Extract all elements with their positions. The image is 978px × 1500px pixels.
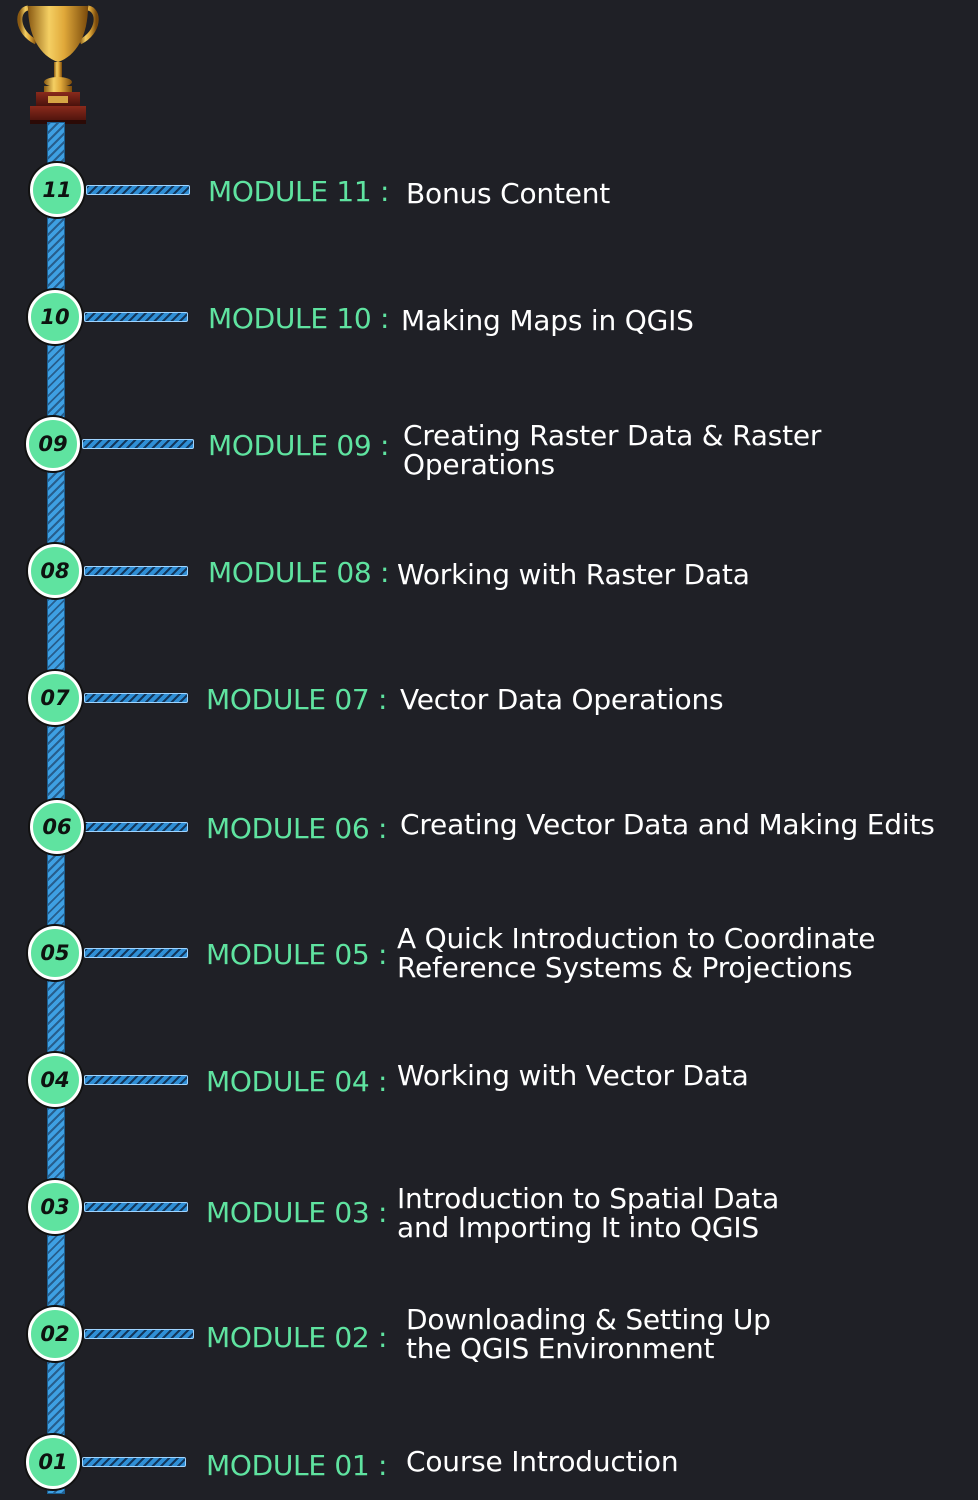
module-title-line1: A Quick Introduction to Coordinate (397, 922, 876, 955)
module-title: Bonus Content (406, 179, 610, 208)
connector-bar (84, 312, 188, 322)
module-title: Creating Vector Data and Making Edits (400, 810, 935, 839)
module-row-02: 02 MODULE 02 : Downloading & Setting Up … (0, 1299, 978, 1369)
module-label: MODULE 08 : (208, 556, 390, 589)
module-number-badge: 05 (28, 926, 82, 980)
module-label: MODULE 06 : (206, 812, 388, 845)
module-title: Making Maps in QGIS (401, 306, 694, 335)
module-row-08: 08 MODULE 08 : Working with Raster Data (0, 536, 978, 606)
module-title-line1: Working with Vector Data (397, 1059, 749, 1092)
connector-bar (84, 566, 188, 576)
module-label: MODULE 02 : (206, 1321, 388, 1354)
module-title: Course Introduction (406, 1445, 679, 1478)
module-title-line1: Course Introduction (406, 1445, 679, 1478)
module-number-badge: 07 (28, 671, 82, 725)
module-label: MODULE 07 : (206, 683, 388, 716)
module-label: MODULE 05 : (206, 938, 388, 971)
connector-bar (84, 1075, 188, 1085)
module-title-line1: Introduction to Spatial Data (397, 1182, 780, 1215)
module-title-line1: Creating Raster Data & Raster (403, 419, 822, 452)
module-number-badge: 09 (26, 417, 80, 471)
module-row-06: 06 MODULE 06 : Creating Vector Data and … (0, 792, 978, 862)
module-row-05: 05 MODULE 05 : A Quick Introduction to C… (0, 918, 978, 988)
connector-bar (82, 1457, 186, 1467)
module-label: MODULE 09 : (208, 429, 390, 462)
module-label: MODULE 11 : (208, 175, 390, 208)
module-number-badge: 08 (28, 544, 82, 598)
connector-bar (84, 1329, 194, 1339)
module-title-line2: and Importing It into QGIS (397, 1211, 759, 1244)
module-number-badge: 01 (26, 1435, 80, 1489)
module-title: Working with Vector Data (397, 1061, 749, 1090)
module-title: A Quick Introduction to Coordinate Refer… (397, 924, 875, 982)
module-label: MODULE 01 : (206, 1449, 388, 1482)
module-title: Vector Data Operations (400, 683, 724, 716)
connector-bar (84, 948, 188, 958)
module-title-line2: the QGIS Environment (406, 1332, 715, 1365)
module-number-badge: 10 (28, 290, 82, 344)
module-row-03: 03 MODULE 03 : Introduction to Spatial D… (0, 1172, 978, 1242)
connector-bar (84, 1202, 188, 1212)
module-label: MODULE 03 : (206, 1196, 388, 1229)
module-title-line1: Downloading & Setting Up (406, 1303, 771, 1336)
connector-bar (84, 822, 188, 832)
module-title-line1: Working with Raster Data (397, 558, 750, 591)
module-title-line1: Vector Data Operations (400, 683, 724, 716)
module-title-line2: Operations (403, 448, 555, 481)
module-row-11: 11 MODULE 11 : Bonus Content (0, 155, 978, 225)
module-title: Introduction to Spatial Data and Importi… (397, 1184, 779, 1242)
module-number-badge: 06 (30, 800, 84, 854)
module-title-line1: Making Maps in QGIS (401, 304, 694, 337)
connector-bar (82, 439, 194, 449)
module-number-badge: 04 (28, 1053, 82, 1107)
module-title: Downloading & Setting Up the QGIS Enviro… (406, 1305, 771, 1363)
module-row-07: 07 MODULE 07 : Vector Data Operations (0, 663, 978, 733)
module-label: MODULE 04 : (206, 1065, 388, 1098)
module-row-01: 01 MODULE 01 : Course Introduction (0, 1427, 978, 1497)
module-number-badge: 02 (28, 1307, 82, 1361)
module-number-badge: 03 (28, 1180, 82, 1234)
module-title-line1: Creating Vector Data and Making Edits (400, 808, 935, 841)
trophy-icon (17, 5, 99, 124)
module-label: MODULE 10 : (208, 302, 390, 335)
module-title: Working with Raster Data (397, 560, 750, 589)
module-title-line2: Reference Systems & Projections (397, 951, 853, 984)
module-row-10: 10 MODULE 10 : Making Maps in QGIS (0, 282, 978, 352)
module-title-line1: Bonus Content (406, 177, 611, 210)
connector-bar (84, 693, 188, 703)
module-row-09: 09 MODULE 09 : Creating Raster Data & Ra… (0, 409, 978, 479)
module-title: Creating Raster Data & Raster Operations (403, 421, 821, 479)
module-number-badge: 11 (30, 163, 84, 217)
module-row-04: 04 MODULE 04 : Working with Vector Data (0, 1045, 978, 1115)
connector-bar (86, 185, 190, 195)
